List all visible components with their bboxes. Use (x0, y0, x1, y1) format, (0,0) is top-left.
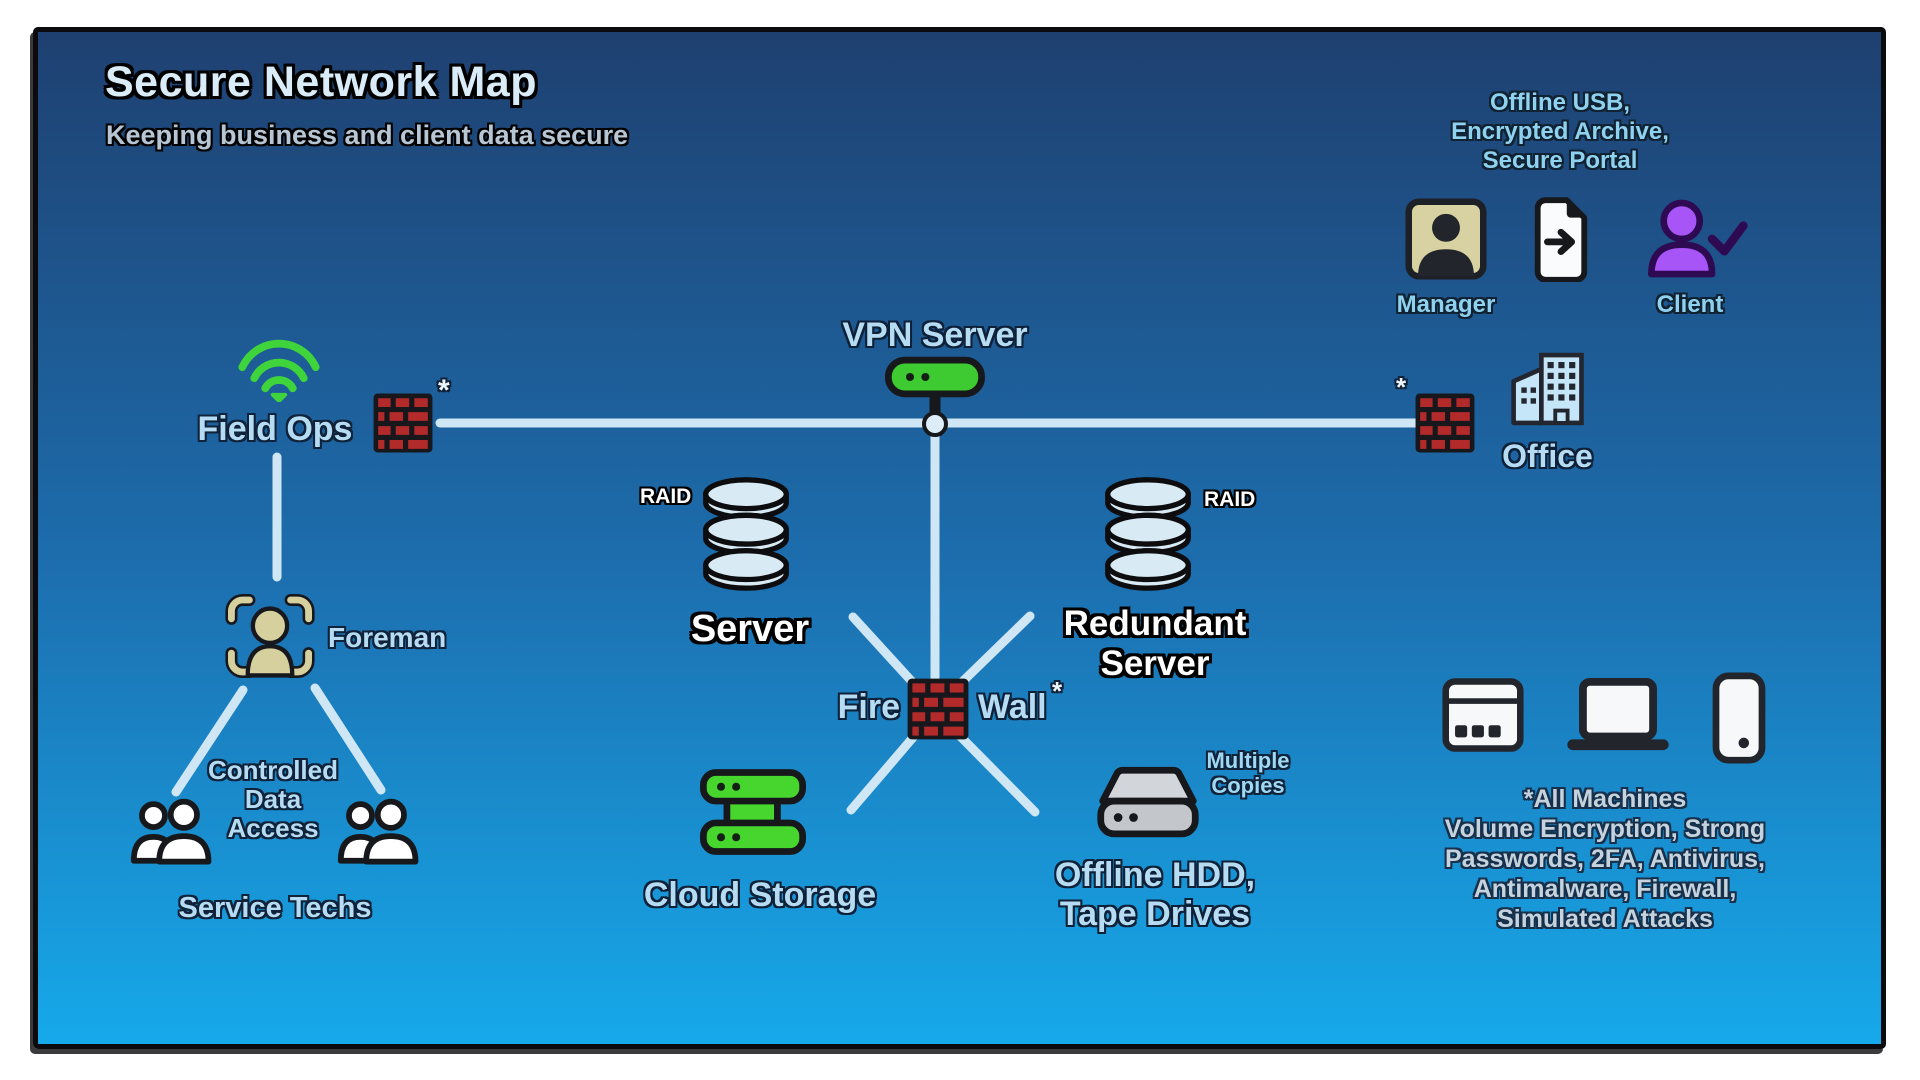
cloud-storage-label: Cloud Storage (643, 876, 877, 914)
foreman-scan-icon (225, 594, 315, 678)
wifi-icon (238, 339, 320, 402)
manager-id-icon (1405, 198, 1487, 280)
link-firewall-server (848, 612, 921, 691)
vpn-server-label: VPN Server (842, 316, 1028, 354)
redundant-server-label: Redundant Server (1063, 604, 1247, 683)
firewall-left-icon (373, 393, 433, 453)
firewall-fire-label: Fire (837, 688, 900, 726)
client-check-icon (1648, 199, 1748, 278)
firewall-right-icon (1415, 393, 1475, 453)
file-transfer-icon (1534, 197, 1588, 282)
foreman-label: Foreman (328, 622, 447, 653)
map-background (33, 27, 1886, 1049)
redundant-raid-badge: RAID (1204, 488, 1256, 511)
server-label: Server (690, 608, 810, 650)
service-techs-right-icon (337, 798, 419, 865)
offline-hdd-icon (1097, 766, 1199, 838)
offline-usb-note: Offline USB, Encrypted Archive, Secure P… (1451, 89, 1669, 174)
firewall-right-asterisk: * (1396, 372, 1407, 402)
cloud-storage-rack-icon (700, 769, 806, 855)
field-ops-label: Field Ops (197, 410, 353, 448)
all-machines-note: *All Machines Volume Encryption, Strong … (1444, 785, 1766, 933)
page-subtitle: Keeping business and client data secure (106, 120, 629, 150)
manager-label: Manager (1396, 291, 1496, 318)
firewall-center-asterisk: * (1052, 676, 1063, 706)
link-foreman-techs-right (310, 683, 386, 795)
multiple-copies-note: Multiple Copies (1206, 748, 1290, 798)
desktop-computer-icon (1442, 678, 1524, 752)
link-firewall-cloud (846, 729, 921, 815)
link-firewall-hdd (953, 729, 1040, 817)
office-building-icon (1511, 352, 1584, 426)
service-techs-label: Service Techs (178, 892, 372, 924)
phone-icon (1712, 672, 1766, 764)
redundant-database-icon (1105, 477, 1191, 591)
firewall-wall-label: Wall (978, 688, 1047, 726)
page-title: Secure Network Map (105, 58, 537, 106)
link-firewall-redundant (953, 611, 1035, 691)
vpn-line-node (922, 411, 948, 437)
server-raid-badge: RAID (640, 485, 692, 508)
firewall-left-asterisk: * (438, 374, 450, 407)
firewall-center-icon (907, 678, 969, 740)
controlled-data-access-note: Controlled Data Access (208, 755, 338, 843)
service-techs-left-icon (130, 798, 212, 865)
link-foreman-techs-left (171, 685, 248, 797)
client-label: Client (1656, 291, 1724, 318)
laptop-icon (1567, 678, 1669, 751)
vpn-router-icon (885, 356, 985, 398)
offline-hdd-label: Offline HDD, Tape Drives (1054, 856, 1256, 933)
server-database-icon (703, 477, 789, 591)
office-label: Office (1502, 438, 1593, 474)
